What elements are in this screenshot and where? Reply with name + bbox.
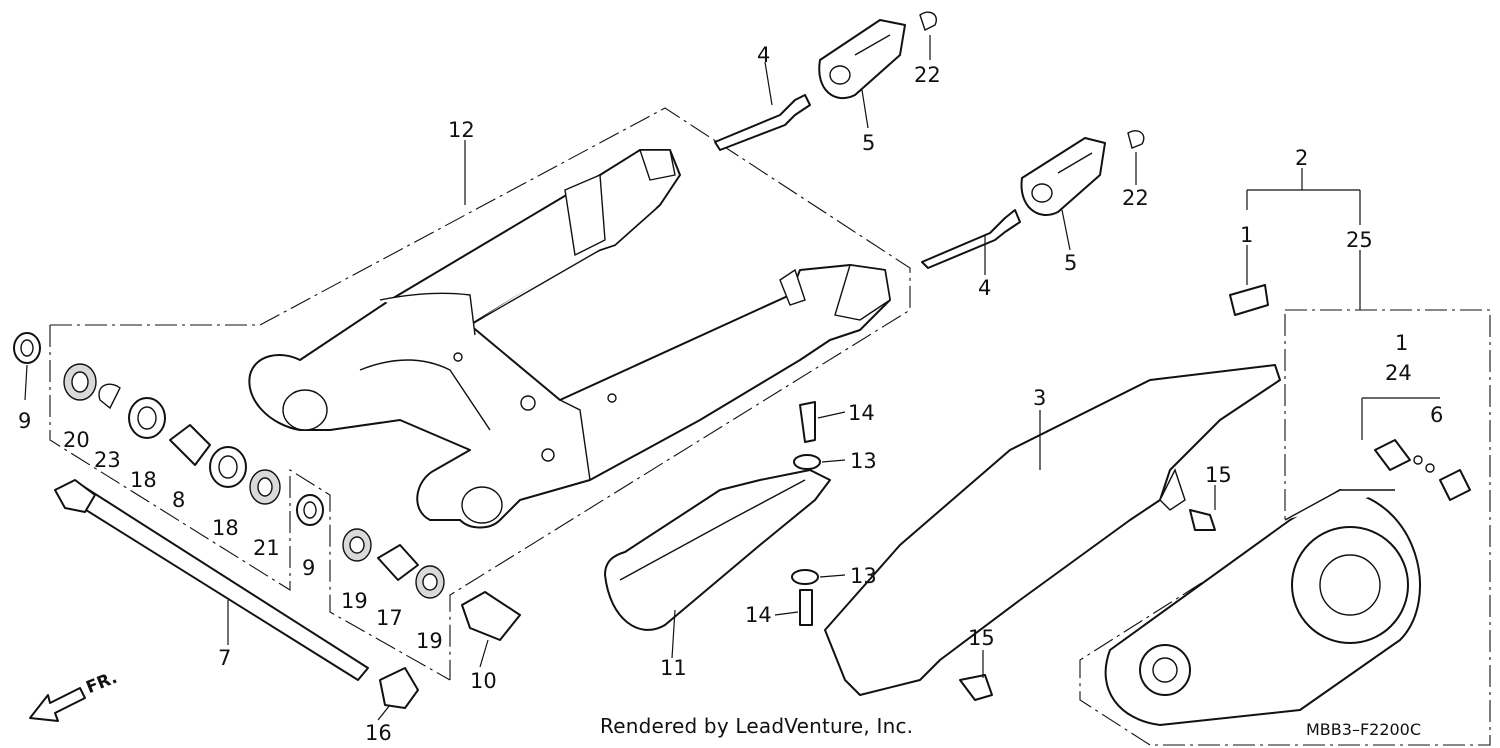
front-direction-arrow-icon <box>29 687 86 722</box>
callout-19: 19 <box>416 629 443 653</box>
callout-24: 24 <box>1385 361 1412 385</box>
callout-1: 1 <box>1240 223 1253 247</box>
pivot-bolt[interactable] <box>54 479 419 709</box>
callout-7: 7 <box>218 646 231 670</box>
callout-13: 13 <box>850 449 877 473</box>
callout-19: 19 <box>341 589 368 613</box>
callout-9: 9 <box>18 409 31 433</box>
callout-4: 4 <box>757 43 770 67</box>
callout-4: 4 <box>978 276 991 300</box>
callout-14: 14 <box>848 401 875 425</box>
callout-23: 23 <box>94 448 121 472</box>
callout-22: 22 <box>1122 186 1149 210</box>
chain-adjuster-lower[interactable] <box>921 130 1145 269</box>
lower-pivot-stack[interactable] <box>342 528 521 641</box>
callout-5: 5 <box>862 131 875 155</box>
callout-6: 6 <box>1430 403 1443 427</box>
callout-10: 10 <box>470 669 497 693</box>
swingarm[interactable] <box>248 149 891 529</box>
leader-lines <box>24 35 1440 721</box>
callout-21: 21 <box>253 536 280 560</box>
callout-13: 13 <box>850 564 877 588</box>
callout-12: 12 <box>448 118 475 142</box>
chain-label[interactable] <box>1229 284 1269 316</box>
callout-16: 16 <box>365 721 392 745</box>
chain-slider[interactable] <box>604 401 831 631</box>
callout-3: 3 <box>1033 386 1046 410</box>
callout-18: 18 <box>130 468 157 492</box>
callout-14: 14 <box>745 603 772 627</box>
callout-25: 25 <box>1346 228 1373 252</box>
callout-9: 9 <box>302 556 315 580</box>
callout-1: 1 <box>1395 331 1408 355</box>
callout-8: 8 <box>172 488 185 512</box>
chain-case[interactable] <box>824 364 1281 701</box>
callout-15: 15 <box>1205 463 1232 487</box>
callout-18: 18 <box>212 516 239 540</box>
callout-labels: 4 5 22 12 22 5 4 2 1 25 1 24 6 3 15 15 1… <box>18 43 1443 745</box>
callout-5: 5 <box>1064 251 1077 275</box>
callout-22: 22 <box>914 63 941 87</box>
callout-20: 20 <box>63 428 90 452</box>
drive-chain-sprockets[interactable] <box>1104 489 1421 726</box>
callout-11: 11 <box>660 656 687 680</box>
credit-text: Rendered by LeadVenture, Inc. <box>600 714 914 738</box>
diagram-code: MBB3–F2200C <box>1306 720 1422 739</box>
chain-adjuster-upper[interactable] <box>714 11 937 151</box>
chain-joint-kit[interactable] <box>1374 439 1471 501</box>
pivot-bearing-stack[interactable] <box>13 332 324 526</box>
callout-17: 17 <box>376 606 403 630</box>
callout-15: 15 <box>968 626 995 650</box>
callout-2: 2 <box>1295 146 1308 170</box>
